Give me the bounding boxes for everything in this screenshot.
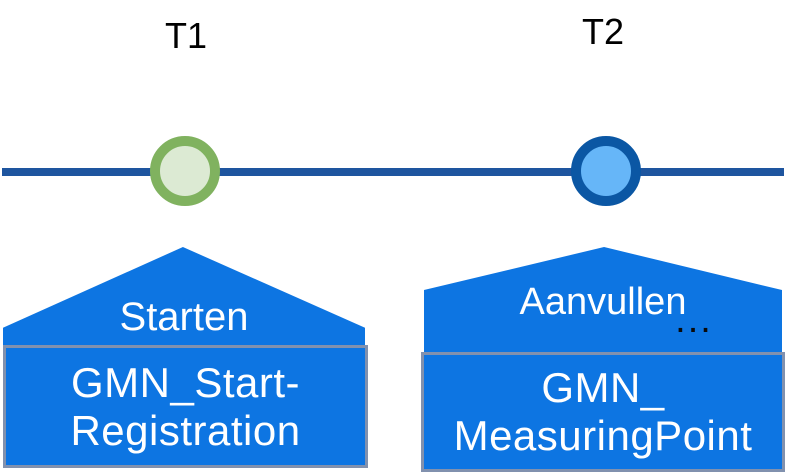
module-name-line: GMN_Start- xyxy=(70,358,301,406)
module-box-gmn-measuringpoint: GMN_ MeasuringPoint xyxy=(421,352,785,472)
milestone-marker-t1 xyxy=(150,136,220,206)
event-action-label-starten: Starten xyxy=(119,295,249,339)
module-name-line: Registration xyxy=(70,406,301,454)
milestone-label-t1: T1 xyxy=(164,15,207,56)
milestone-marker-t2 xyxy=(571,136,641,206)
module-box-gmn-start-registration: GMN_Start- Registration xyxy=(3,345,368,468)
milestone-label-t2: T2 xyxy=(581,11,624,52)
module-name-line: MeasuringPoint xyxy=(453,412,753,459)
timeline-line xyxy=(2,168,784,176)
module-name-line: GMN_ xyxy=(541,364,665,411)
event-action-label-aanvullen: Aanvullen xyxy=(519,281,687,323)
truncation-ellipsis: ... xyxy=(675,299,713,341)
